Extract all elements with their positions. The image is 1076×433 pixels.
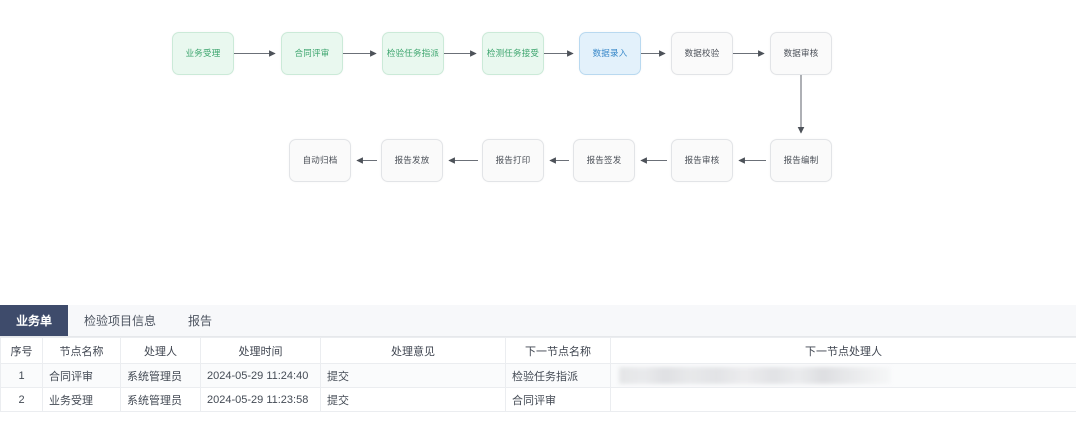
cell-next-node-name: 检验任务指派: [505, 363, 611, 388]
cell-handler: 系统管理员: [120, 363, 201, 388]
flow-node-htps[interactable]: 合同评审: [281, 32, 343, 75]
cell-handler: 系统管理员: [120, 387, 201, 412]
col-header-index: 序号: [0, 337, 43, 364]
cell-opinion: 提交: [320, 387, 506, 412]
table-row[interactable]: 1 合同评审 系统管理员 2024-05-29 11:24:40 提交 检验任务…: [0, 363, 1076, 388]
flow-node-bgqf[interactable]: 报告签发: [573, 139, 635, 182]
tab-ywd[interactable]: 业务单: [0, 305, 69, 336]
workflow-flowchart: 业务受理 合同评审 检验任务指派 检测任务接受 数据录入 数据校验 数据审核 报…: [172, 32, 832, 182]
workflow-history-table-wrap: 序号 节点名称 处理人 处理时间 处理意见 下一节点名称 下一节点处理人 1 合…: [0, 337, 1076, 433]
flow-node-sjjy[interactable]: 数据校验: [671, 32, 733, 75]
flow-node-ywsl[interactable]: 业务受理: [172, 32, 234, 75]
col-header-next-handler: 下一节点处理人: [610, 337, 1076, 364]
cell-node-name: 业务受理: [42, 387, 121, 412]
workflow-history-table: 序号 节点名称 处理人 处理时间 处理意见 下一节点名称 下一节点处理人 1 合…: [0, 337, 1076, 412]
cell-next-node-name: 合同评审: [505, 387, 611, 412]
flow-node-bgdy[interactable]: 报告打印: [482, 139, 544, 182]
col-header-next-node-name: 下一节点名称: [505, 337, 611, 364]
flow-node-jcrwjs[interactable]: 检测任务接受: [482, 32, 544, 75]
col-header-handler: 处理人: [120, 337, 201, 364]
table-header-row: 序号 节点名称 处理人 处理时间 处理意见 下一节点名称 下一节点处理人: [0, 337, 1076, 364]
tab-bar: 业务单 检验项目信息 报告: [0, 305, 1076, 337]
cell-opinion: 提交: [320, 363, 506, 388]
flow-node-bgsh[interactable]: 报告审核: [671, 139, 733, 182]
flow-node-sjlr-current[interactable]: 数据录入: [579, 32, 641, 75]
table-row[interactable]: 2 业务受理 系统管理员 2024-05-29 11:23:58 提交 合同评审: [0, 387, 1076, 412]
cell-next-handler-redacted: [610, 363, 1076, 388]
flow-node-sjsh[interactable]: 数据审核: [770, 32, 832, 75]
col-header-opinion: 处理意见: [320, 337, 506, 364]
redacted-block: [619, 367, 891, 384]
cell-handle-time: 2024-05-29 11:24:40: [200, 363, 321, 388]
tab-bg[interactable]: 报告: [188, 314, 213, 328]
cell-node-name: 合同评审: [42, 363, 121, 388]
flow-node-bgff[interactable]: 报告发放: [381, 139, 443, 182]
flow-node-zdgd[interactable]: 自动归档: [289, 139, 351, 182]
col-header-handle-time: 处理时间: [200, 337, 321, 364]
cell-index: 2: [0, 387, 43, 412]
cell-next-handler: [610, 387, 1076, 412]
flowchart-connectors: [234, 50, 805, 164]
col-header-node-name: 节点名称: [42, 337, 121, 364]
cell-index: 1: [0, 363, 43, 388]
cell-handle-time: 2024-05-29 11:23:58: [200, 387, 321, 412]
flow-node-jyrwzp[interactable]: 检验任务指派: [382, 32, 444, 75]
tab-jyxmxx[interactable]: 检验项目信息: [84, 314, 157, 328]
flow-node-bgbz[interactable]: 报告编制: [770, 139, 832, 182]
